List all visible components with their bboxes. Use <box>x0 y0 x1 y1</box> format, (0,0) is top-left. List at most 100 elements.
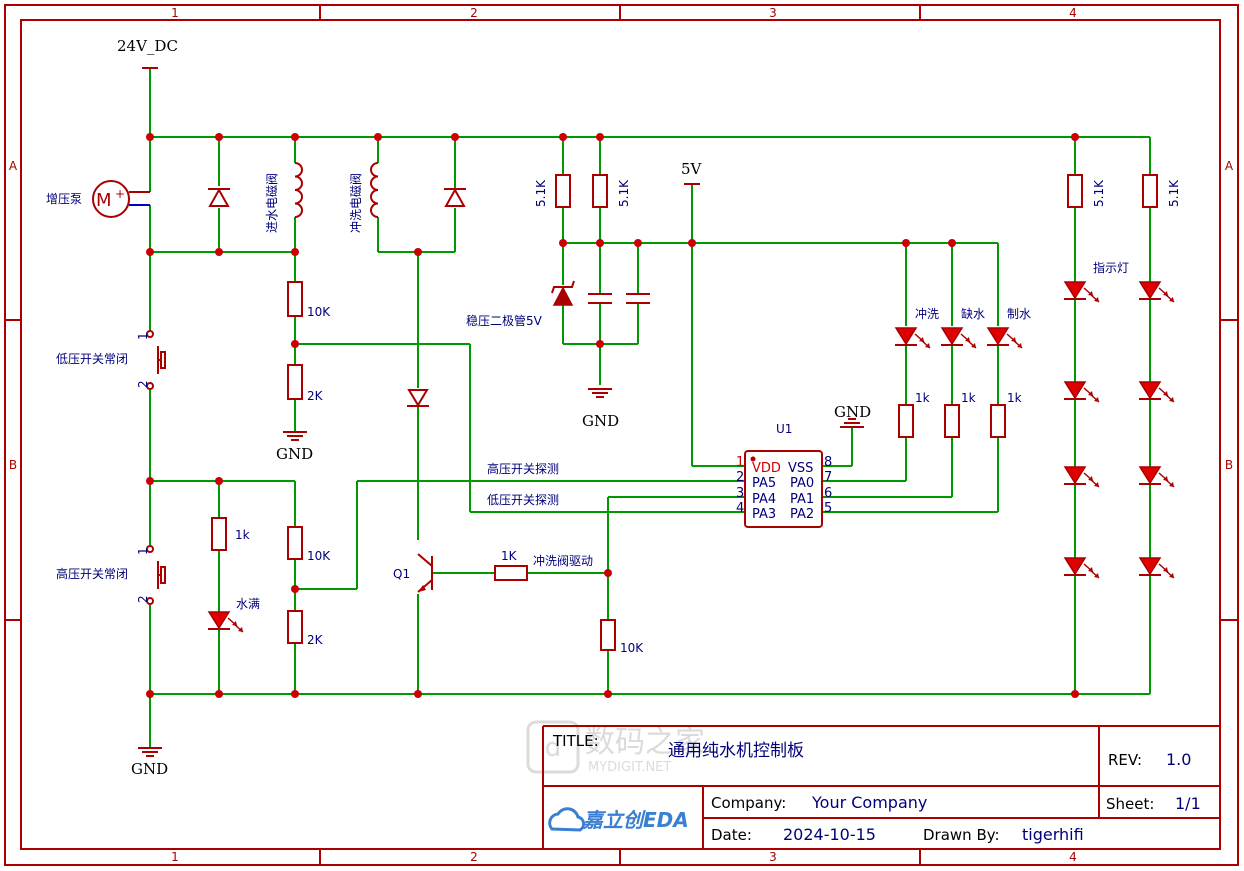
high-pressure-switch: 1 2 高压开关常闭 <box>56 545 166 605</box>
u1-label: U1 <box>776 422 792 436</box>
ic-pin-4-name: PA3 <box>752 507 776 522</box>
title-block: TITLE: 通用纯水机控制板 REV: 1.0 Company: Your C… <box>542 725 1220 849</box>
company-value: Your Company <box>811 793 927 812</box>
zone-col-4-bottom: 4 <box>1069 850 1077 864</box>
junction-dots <box>146 133 1079 698</box>
high-switch-pin-2: 2 <box>136 595 150 603</box>
gnd-symbol-regulator: GND <box>582 388 619 430</box>
net-label-gnd-bottom: GND <box>131 760 168 778</box>
rev-label: REV: <box>1108 751 1142 769</box>
date-label: Date: <box>711 826 752 844</box>
resistor-led-make <box>990 404 1006 438</box>
ic-pin-7-name: PA0 <box>790 476 814 491</box>
cloud-icon <box>548 807 586 832</box>
ic-pin-7-number: 7 <box>824 470 832 485</box>
value-high-10k: 10K <box>307 549 331 563</box>
led-lack-label: 缺水 <box>961 306 985 321</box>
ic-pin-8-name: VSS <box>788 461 813 476</box>
led-indicator-2-1 <box>1138 281 1175 303</box>
value-led-flush: 1k <box>915 391 930 405</box>
ic-pin-8-number: 8 <box>824 455 832 470</box>
resistor-water-full <box>211 517 227 551</box>
drawn-by-value: tigerhifi <box>1022 825 1084 844</box>
low-pressure-switch: 1 2 低压开关常闭 <box>56 330 166 390</box>
watermark-glyph: d <box>545 733 562 763</box>
value-regulator-2: 5.1K <box>617 179 631 207</box>
value-indicator-1: 5.1K <box>1092 179 1106 207</box>
led-indicator-2-2 <box>1138 381 1175 403</box>
net-label-gnd-inlet: GND <box>276 445 313 463</box>
motor-symbol: M <box>96 190 112 211</box>
led-make-label: 制水 <box>1007 307 1031 321</box>
resistor-values: 10K 2K 5.1K 5.1K 1k 1k 1k 1k 10K 2K 1K 1… <box>235 179 1181 655</box>
zone-row-b-right: B <box>1225 458 1233 472</box>
value-base: 1K <box>501 549 518 563</box>
zone-col-1-bottom: 1 <box>171 850 179 864</box>
flush-solenoid-coil: 冲洗电磁阀 <box>348 162 379 233</box>
resistor-high-2k <box>287 610 303 644</box>
zone-row-b-left: B <box>9 458 17 472</box>
led-water-full <box>207 611 244 633</box>
water-full-label: 水满 <box>236 597 260 611</box>
low-switch-label: 低压开关常闭 <box>56 352 128 366</box>
led-indicator-1-4 <box>1063 557 1100 579</box>
net-label-gnd-ic: GND <box>834 403 871 421</box>
flush-valve-label: 冲洗电磁阀 <box>348 173 363 233</box>
title-label: TITLE: <box>552 732 599 750</box>
resistor-regulator-2 <box>592 174 608 208</box>
sheet-value: 1/1 <box>1175 794 1201 813</box>
motor-plus: + <box>115 187 125 201</box>
transistor-q1: Q1 <box>393 553 433 593</box>
resistors <box>211 174 1158 651</box>
zone-col-1-top: 1 <box>171 6 179 20</box>
flyback-diode-flush <box>444 187 466 207</box>
watermark: d 数码之家 MYDIGIT.NET <box>526 720 705 775</box>
gnd-symbol-inlet: GND <box>276 431 313 463</box>
led-flush <box>894 327 931 349</box>
resistor-indicator-2 <box>1142 174 1158 208</box>
ic-pin-3-number: 3 <box>736 486 744 501</box>
inlet-solenoid-coil: 进水电磁阀 <box>264 162 303 233</box>
gnd-symbol-left-bottom: GND <box>131 747 168 778</box>
power-24v-symbol: 24V_DC <box>117 37 178 69</box>
net-label-gnd-regulator: GND <box>582 412 619 430</box>
company-label: Company: <box>711 794 786 812</box>
ic-pin-2-name: PA5 <box>752 476 776 491</box>
high-switch-label: 高压开关常闭 <box>56 566 128 581</box>
capacitor-1 <box>588 293 612 304</box>
resistor-inlet-10k <box>287 281 303 317</box>
series-diode <box>407 389 429 407</box>
low-detect-label: 低压开关探测 <box>487 493 559 507</box>
capacitor-2 <box>626 293 650 304</box>
value-water-full: 1k <box>235 528 250 542</box>
ic-pin-5-name: PA2 <box>790 507 814 522</box>
resistor-indicator-1 <box>1067 174 1083 208</box>
net-label-24v: 24V_DC <box>117 37 178 55</box>
resistor-led-flush <box>898 404 914 438</box>
ic-pin-6-name: PA1 <box>790 492 814 507</box>
drawing-frame <box>4 4 1239 866</box>
flush-drive-label: 冲洗阀驱动 <box>533 553 593 568</box>
ic-pin-5-number: 5 <box>824 501 832 516</box>
value-inlet-10k: 10K <box>307 305 331 319</box>
sheet-label: Sheet: <box>1106 795 1154 813</box>
resistor-base <box>494 565 528 581</box>
zone-row-a-right: A <box>1225 159 1234 173</box>
power-5v-symbol: 5V <box>681 160 703 185</box>
led-indicator-1-2 <box>1063 381 1100 403</box>
led-group <box>207 281 1175 633</box>
resistor-regulator-1 <box>555 174 571 208</box>
led-make <box>986 327 1023 349</box>
low-switch-pin-2: 2 <box>136 380 150 388</box>
resistor-led-lack <box>944 404 960 438</box>
value-high-2k: 2K <box>307 633 324 647</box>
zone-labels: 1 2 3 4 1 2 3 4 A B A B <box>9 6 1234 864</box>
resistor-inlet-2k <box>287 364 303 400</box>
watermark-main: 数码之家 <box>585 725 705 760</box>
zone-col-2-top: 2 <box>470 6 478 20</box>
value-pulldown-10k: 10K <box>620 641 644 655</box>
led-lack <box>940 327 977 349</box>
indicator-label: 指示灯 <box>1093 260 1129 275</box>
high-detect-label: 高压开关探测 <box>487 461 559 476</box>
